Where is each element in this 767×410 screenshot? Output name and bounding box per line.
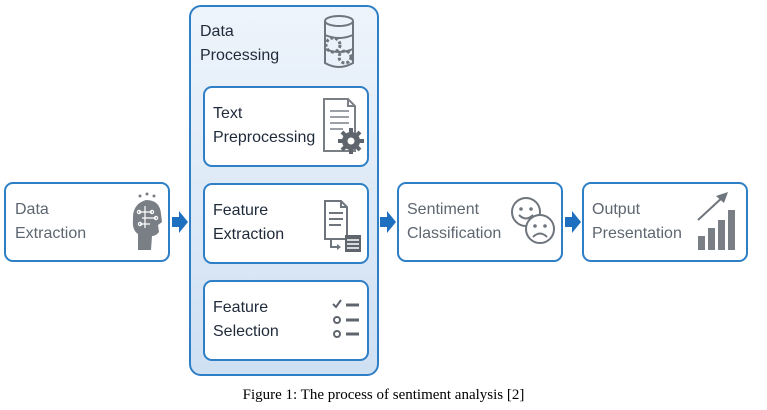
bar-chart-growth-icon [697, 192, 735, 250]
data-extraction-label: Data Extraction [15, 201, 87, 242]
document-gear-icon [323, 98, 364, 154]
feature-extraction-box: Feature Extraction [203, 183, 369, 264]
output-presentation-label: Output Presentation [592, 201, 682, 242]
sentiment-classification-label: Sentiment Classification [407, 201, 502, 242]
data-processing-group: Data Processing Text Preprocessing Featu… [189, 5, 379, 376]
sentiment-classification-box: Sentiment Classification [397, 182, 563, 262]
data-extraction-box: Data Extraction [4, 182, 170, 262]
feature-selection-label: Feature Selection [213, 299, 279, 340]
text-preprocessing-label: Text Preprocessing [213, 105, 316, 146]
happy-sad-faces-icon [511, 197, 555, 244]
head-circuit-icon [132, 192, 162, 250]
arrow-processing-to-classification-icon [380, 211, 396, 233]
database-gear-icon [324, 15, 354, 68]
arrow-classification-to-output-icon [565, 211, 581, 233]
arrow-extraction-to-processing-icon [172, 211, 188, 233]
data-processing-label: Data Processing [200, 23, 280, 64]
checklist-icon [332, 299, 359, 338]
feature-extraction-label: Feature Extraction [213, 202, 285, 243]
figure-caption: Figure 1: The process of sentiment analy… [242, 387, 525, 403]
feature-selection-box: Feature Selection [203, 280, 369, 361]
text-preprocessing-box: Text Preprocessing [203, 86, 369, 167]
document-extract-icon [324, 200, 361, 252]
output-presentation-box: Output Presentation [582, 182, 748, 262]
